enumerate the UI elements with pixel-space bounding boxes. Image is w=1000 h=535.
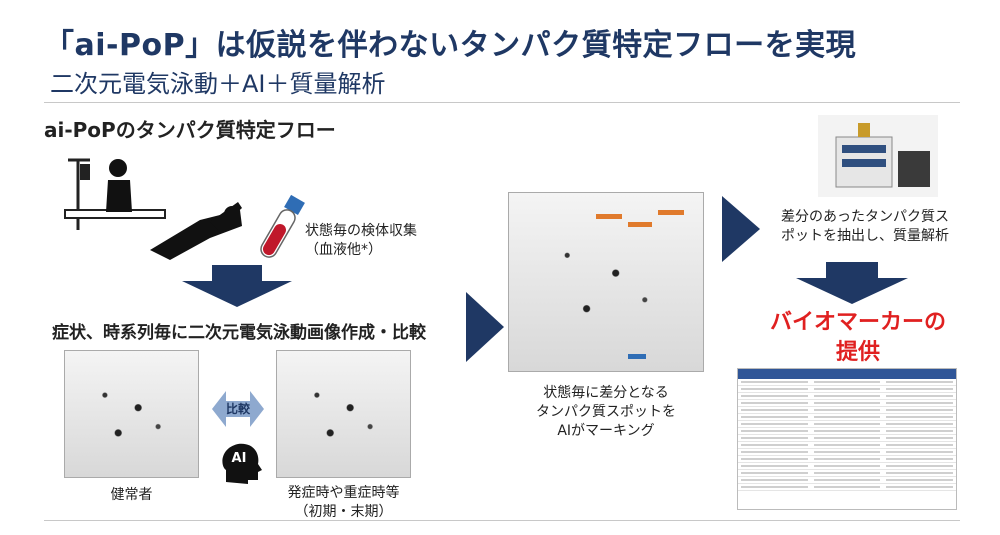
- marker-spot: [596, 214, 622, 219]
- biomarker-label: バイオマーカーの 提供: [769, 310, 946, 365]
- mass-analysis-label: 差分のあったタンパク質ス ポットを抽出し、質量解析: [781, 209, 949, 244]
- marked-gel-image: [508, 192, 704, 372]
- compare-label: 比較: [225, 402, 250, 416]
- biomarker-table-image: [737, 368, 957, 510]
- healthy-gel-image: [64, 350, 199, 478]
- healthy-label: 健常者: [110, 487, 153, 503]
- down-arrow-icon: [796, 262, 908, 304]
- marker-spot: [658, 210, 684, 215]
- marker-spot: [628, 354, 646, 359]
- ai-marking-label: 状態毎に差分となる タンパク質スポットを AIがマーキング: [536, 385, 676, 439]
- section-title: ai-PoPのタンパク質特定フロー: [44, 118, 336, 142]
- mass-spectrometer-icon: [818, 115, 938, 197]
- title-divider: [44, 102, 960, 103]
- bottom-divider: [44, 520, 960, 521]
- page-title: 「ai-PoP」は仮説を伴わないタンパク質特定フローを実現: [44, 28, 857, 63]
- blood-tube-icon: [260, 194, 305, 258]
- table-header: [738, 369, 956, 379]
- patient-illustration-icon: [64, 158, 242, 260]
- right-arrow-icon: [466, 292, 504, 362]
- right-arrow-icon: [722, 196, 760, 262]
- page-subtitle: 二次元電気泳動＋AI＋質量解析: [50, 70, 386, 98]
- electrophoresis-label: 症状、時系列毎に二次元電気泳動画像作成・比較: [52, 323, 426, 343]
- onset-gel-image: [276, 350, 411, 478]
- onset-label: 発症時や重症時等 （初期・末期）: [287, 485, 400, 520]
- collect-label: 状態毎の検体収集 （血液他*）: [305, 223, 417, 258]
- marker-spot: [628, 222, 652, 227]
- ai-icon-label: AI: [231, 451, 247, 466]
- down-arrow-icon: [182, 265, 292, 307]
- compare-arrows-icon: [212, 391, 264, 427]
- ai-head-icon: [222, 443, 262, 484]
